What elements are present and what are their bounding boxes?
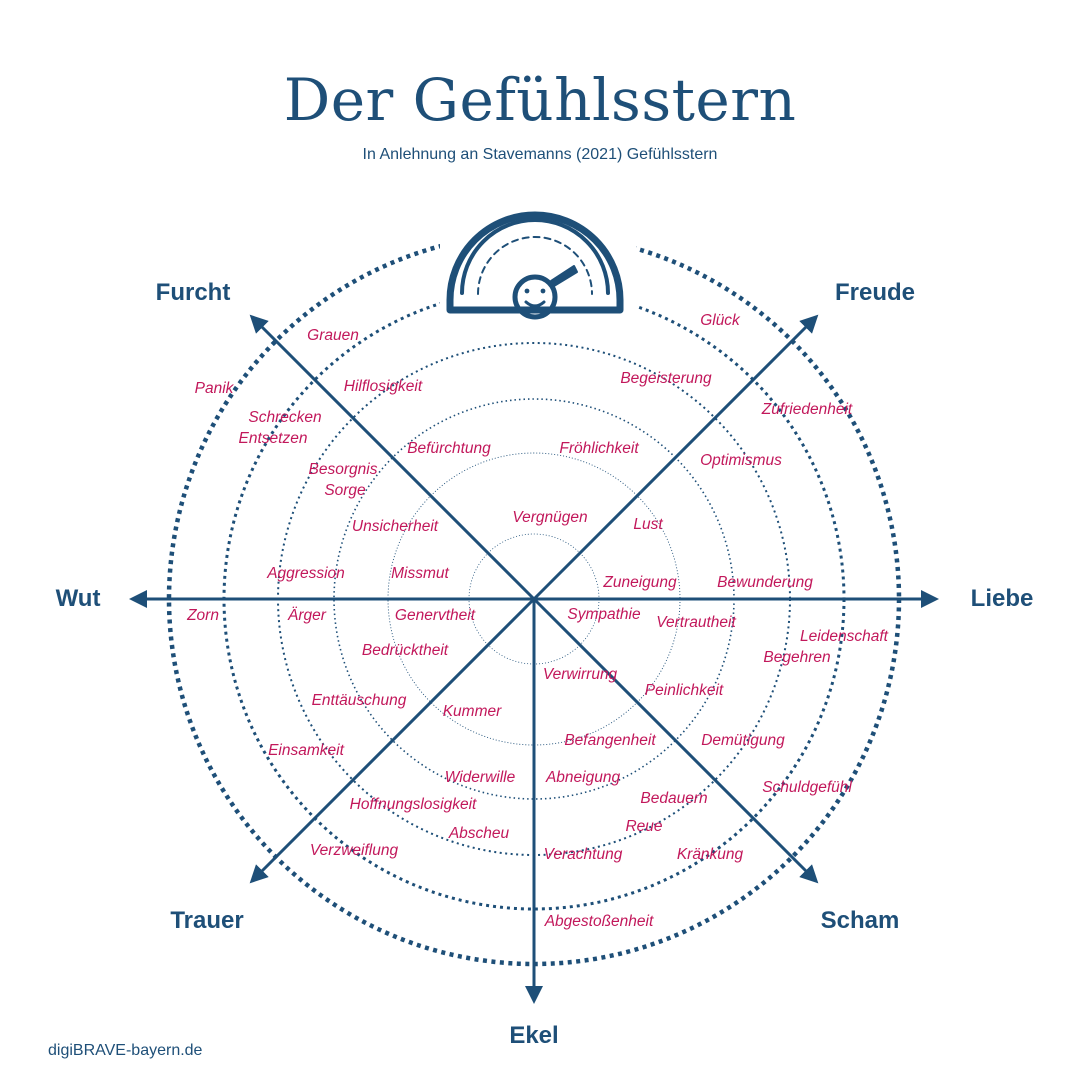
emotion-widerwille: Widerwille [445,769,516,786]
emotion-begehren: Begehren [763,649,830,666]
axis-label-furcht: Furcht [156,279,231,306]
emotion-hilflosigkeit: Hilflosigkeit [344,378,423,395]
axes [129,314,939,1004]
emotion-verwirrung: Verwirrung [543,666,618,683]
emotion-grauen: Grauen [307,327,359,344]
emotion-bedauern: Bedauern [640,790,707,807]
emotion-kummer: Kummer [443,703,502,720]
emotion-begeisterung: Begeisterung [620,370,712,387]
emotion-verachtung: Verachtung [544,846,623,863]
emotion-zuneigung: Zuneigung [602,574,677,591]
axis-label-ekel: Ekel [509,1022,558,1049]
emotion-aerger: Ärger [287,607,327,624]
emotion-lust: Lust [633,516,663,533]
axis-scham [532,597,819,884]
emotion-labels: Glück Begeisterung Zufriedenheit Optimis… [186,312,889,930]
axis-trauer [249,597,536,884]
emotion-schrecken: Schrecken [248,409,321,426]
axis-labels: Freude Liebe Scham Ekel Trauer Wut Furch… [56,279,1034,1049]
page-title: Der Gefühlsstern [283,66,797,134]
emotion-froehlichkeit: Fröhlichkeit [559,440,639,457]
emotion-entsetzen: Entsetzen [239,430,308,447]
axis-label-freude: Freude [835,279,915,306]
gauge-smiley-icon [446,211,624,320]
axis-freude [532,314,819,601]
axis-label-liebe: Liebe [971,585,1034,612]
emotion-befangenheit: Befangenheit [564,732,656,749]
emotion-zorn: Zorn [186,607,219,624]
emotion-einsamkeit: Einsamkeit [268,742,344,759]
axis-label-scham: Scham [821,907,900,934]
emotion-vergnuegen: Vergnügen [512,509,587,526]
footer-website: digiBRAVE-bayern.de [48,1042,203,1059]
emotion-aggression: Aggression [266,565,345,582]
emotion-unsicherheit: Unsicherheit [352,518,439,535]
emotion-missmut: Missmut [391,565,449,582]
emotion-reue: Reue [625,818,662,835]
axis-label-trauer: Trauer [170,907,243,934]
emotion-sorge: Sorge [324,482,366,499]
emotion-besorgnis: Besorgnis [309,461,378,478]
emotion-leidenschaft: Leidenschaft [800,628,889,645]
emotion-optimismus: Optimismus [700,452,782,469]
emotion-zufriedenheit: Zufriedenheit [761,401,853,418]
emotion-sympathie: Sympathie [567,606,641,623]
emotion-demuetigung: Demütigung [701,732,785,749]
emotion-befuerchtung: Befürchtung [407,440,491,457]
emotion-kraenkung: Kränkung [677,846,744,863]
emotion-enttaeuschung: Enttäuschung [312,692,407,709]
emotion-verzweiflung: Verzweiflung [310,842,399,859]
emotion-bewunderung: Bewunderung [717,574,813,591]
emotion-vertrautheit: Vertrautheit [656,614,736,631]
emotion-abneigung: Abneigung [545,769,621,786]
emotion-peinlichkeit: Peinlichkeit [645,682,724,699]
emotion-panik: Panik [195,380,235,397]
emotion-schuldgefuehl: Schuldgefühl [762,779,852,796]
page-subtitle: In Anlehnung an Stavemanns (2021) Gefühl… [362,146,718,163]
axis-label-wut: Wut [56,585,101,612]
emotion-abscheu: Abscheu [448,825,510,842]
axis-furcht [249,314,536,601]
emotion-glueck: Glück [700,312,741,329]
emotion-genervtheit: Genervtheit [395,607,476,624]
emotion-bedruecktheit: Bedrücktheit [362,642,449,659]
emotion-hoffnungslosigkeit: Hoffnungslosigkeit [350,796,477,813]
emotion-abgestossenheit: Abgestoßenheit [544,913,654,930]
